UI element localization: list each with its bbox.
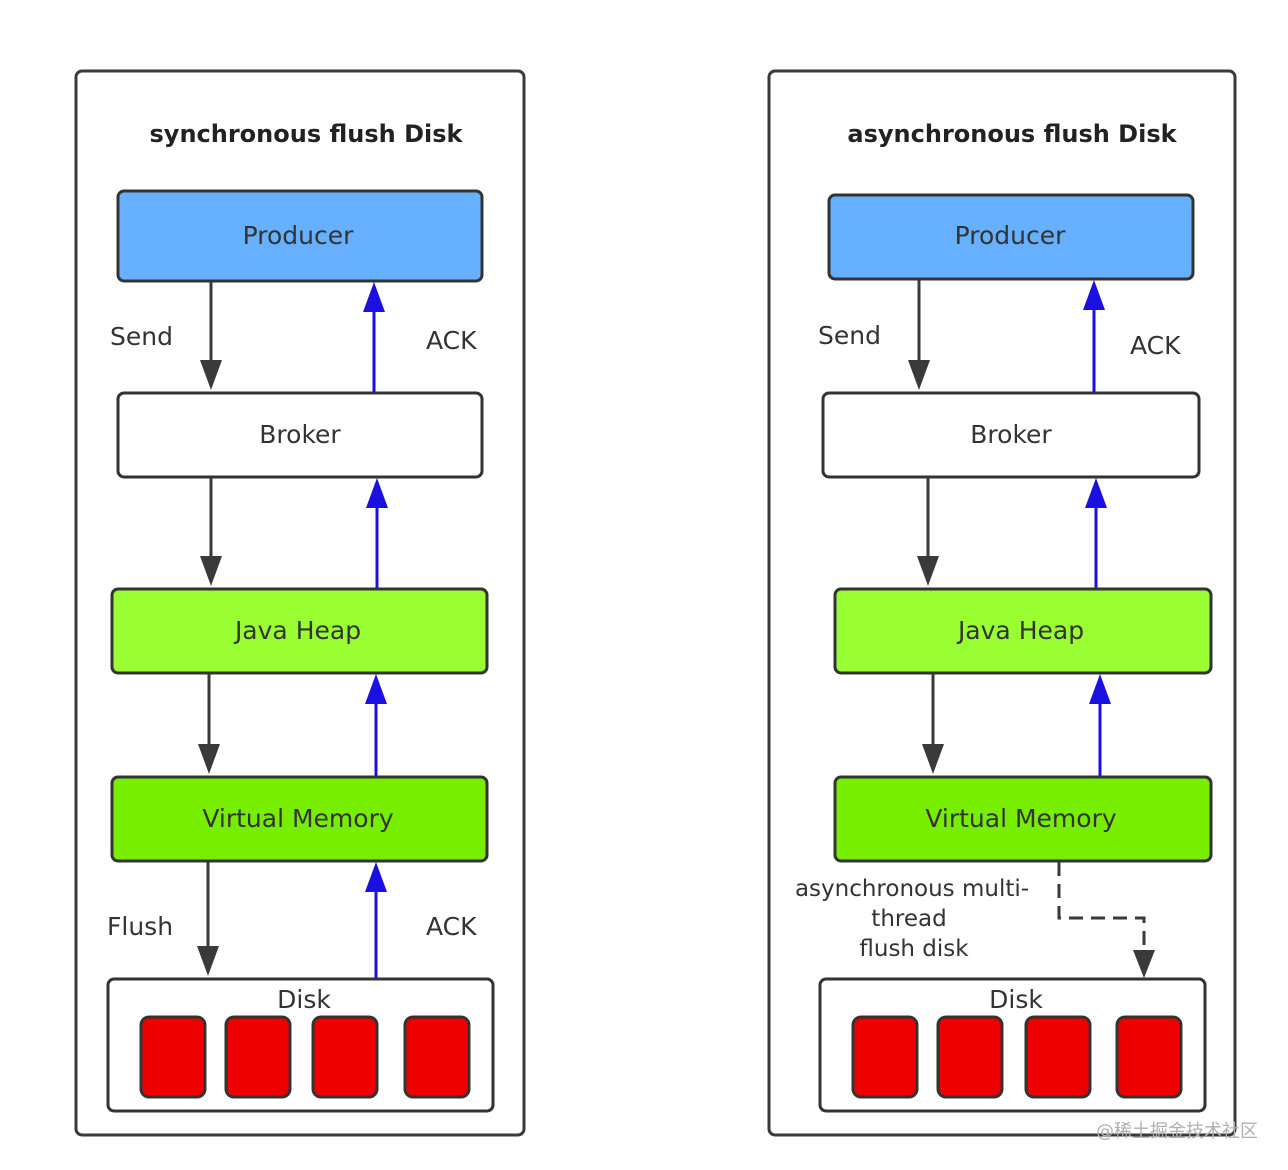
sync-down-arrow-broker-heap — [200, 478, 222, 586]
async-down-arrow-broker-heap — [917, 478, 939, 586]
sync-ack-arrow-disk-vm — [365, 862, 387, 978]
async-broker-box — [821, 391, 1201, 479]
sync-disk-block-2 — [224, 1015, 292, 1099]
sync-down-arrow-heap-vm — [198, 674, 220, 774]
async-down-arrow-send — [908, 280, 930, 390]
async-down-arrow-heap-vm — [922, 674, 944, 774]
async-ack-arrow-heap-broker — [1085, 478, 1107, 588]
async-disk-label: Disk — [989, 985, 1043, 1014]
async-disk-block-3 — [1024, 1015, 1092, 1099]
sync-ack-arrow-vm-heap — [365, 674, 387, 776]
async-panel-title: asynchronous flush Disk — [847, 120, 1177, 148]
async-producer-label: Producer — [955, 221, 1067, 250]
sync-disk-block-1 — [139, 1015, 207, 1099]
async-panel: asynchronous flush Disk Producer Broker … — [767, 69, 1237, 1137]
async-virtual-memory-label: Virtual Memory — [925, 804, 1117, 833]
async-broker-label: Broker — [970, 420, 1052, 449]
sync-down-arrow-flush — [197, 862, 219, 976]
async-note-line-1: asynchronous multi- — [795, 876, 1029, 902]
watermark: @稀土掘金技术社区 — [1096, 1121, 1258, 1142]
sync-disk-block-4 — [403, 1015, 471, 1099]
async-disk-block-4 — [1115, 1015, 1183, 1099]
async-virtual-memory-box — [833, 775, 1213, 863]
async-ack-arrow-vm-heap — [1089, 674, 1111, 776]
async-send-label: Send — [818, 321, 881, 350]
async-java-heap-label: Java Heap — [956, 616, 1084, 645]
sync-virtual-memory-label: Virtual Memory — [202, 804, 394, 833]
async-flush-dashed-connector — [1057, 862, 1155, 978]
sync-down-arrow-send — [200, 282, 222, 390]
sync-ack-bottom-label: ACK — [426, 912, 477, 941]
sync-ack-top-label: ACK — [426, 326, 477, 355]
async-producer-box — [827, 193, 1195, 281]
async-note-line-3: flush disk — [859, 936, 969, 962]
async-ack-top-label: ACK — [1130, 331, 1181, 360]
sync-broker-box — [116, 391, 484, 479]
async-java-heap-box — [833, 587, 1213, 675]
sync-panel-title: synchronous flush Disk — [150, 120, 464, 148]
sync-flush-label: Flush — [107, 912, 173, 941]
async-ack-arrow-broker-producer — [1083, 280, 1105, 392]
sync-send-label: Send — [110, 322, 173, 351]
sync-producer-label: Producer — [243, 221, 355, 250]
sync-panel: synchronous flush Disk Producer Broker J… — [74, 69, 526, 1137]
async-disk-block-1 — [851, 1015, 919, 1099]
sync-producer-box — [116, 189, 484, 283]
sync-ack-arrow-broker-producer — [363, 282, 385, 392]
sync-virtual-memory-box — [110, 775, 489, 863]
sync-broker-label: Broker — [259, 420, 341, 449]
sync-java-heap-box — [110, 587, 489, 675]
sync-disk-label: Disk — [277, 985, 331, 1014]
async-note-line-2: thread — [871, 906, 946, 932]
async-disk-block-2 — [936, 1015, 1004, 1099]
sync-ack-arrow-heap-broker — [366, 478, 388, 588]
sync-java-heap-label: Java Heap — [233, 616, 361, 645]
sync-disk-block-3 — [311, 1015, 379, 1099]
